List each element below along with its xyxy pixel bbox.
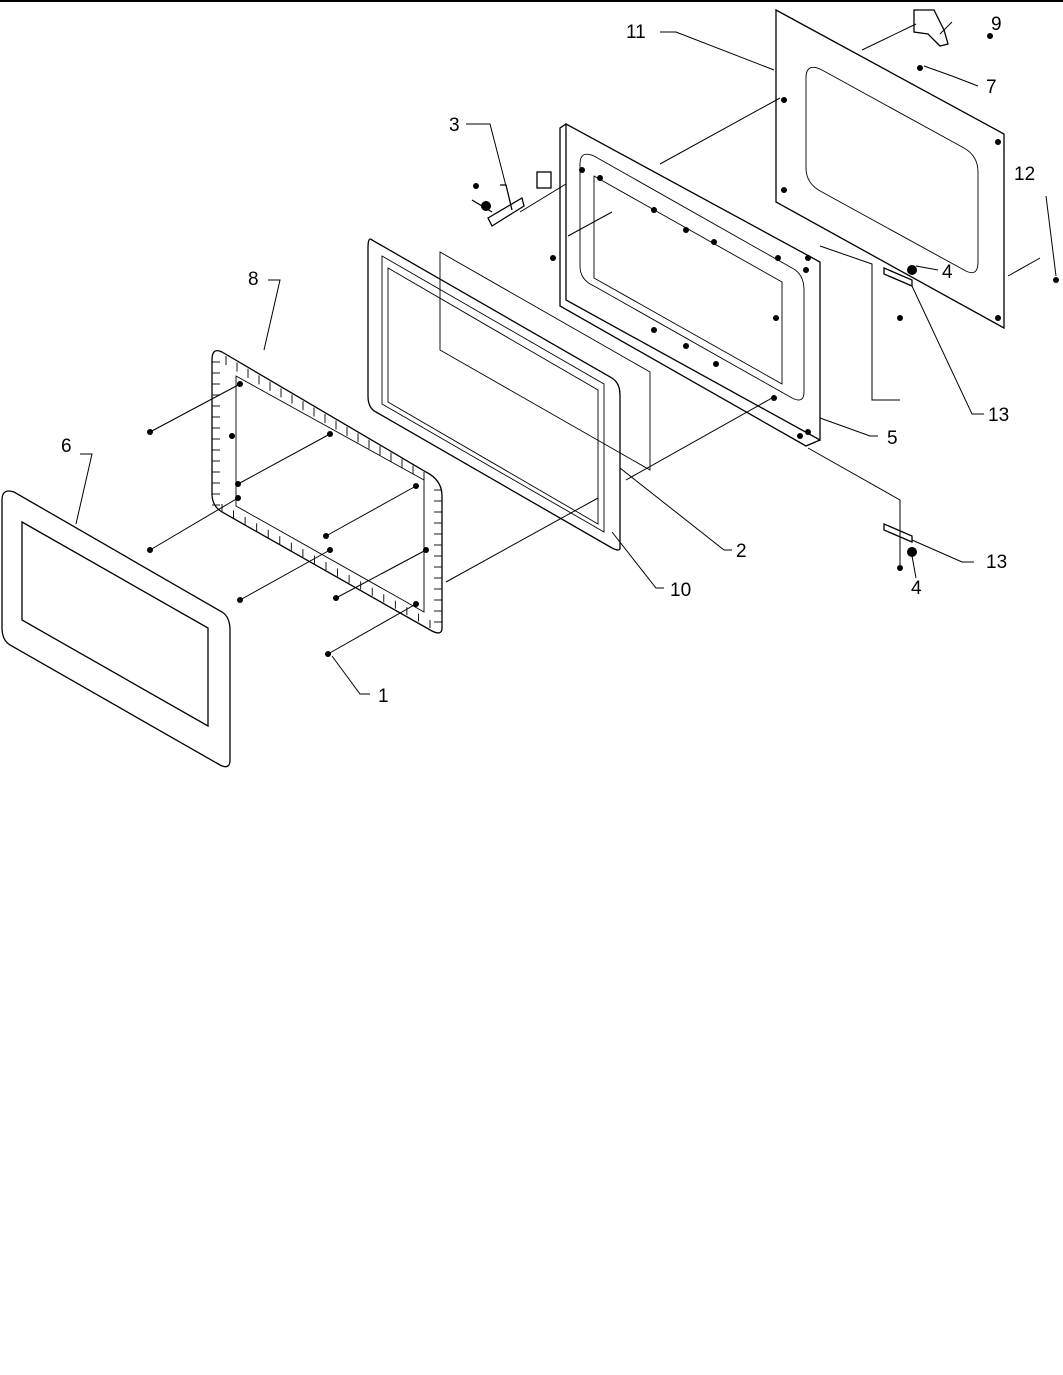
door-inner-frame-part-5	[559, 122, 821, 447]
callout-part-3: 3	[449, 115, 460, 136]
screw-dot	[907, 547, 917, 557]
window-screen-part-2	[439, 251, 651, 471]
screw-dot	[775, 255, 781, 261]
screw-dot	[683, 343, 689, 349]
callout-part-5: 5	[887, 428, 898, 449]
callout-leaders	[75, 21, 1057, 695]
screw-dot	[917, 65, 923, 71]
page-top-rule	[0, 0, 1063, 2]
screw-dot	[805, 255, 811, 261]
callout-part-10: 10	[670, 580, 691, 601]
screw-dot	[907, 265, 917, 275]
screw-dot	[713, 361, 719, 367]
screw-dot	[803, 267, 809, 273]
screw-dot	[897, 315, 903, 321]
screw-dot	[805, 429, 811, 435]
screw-dot	[987, 33, 993, 39]
assembly-lines	[149, 23, 1041, 655]
latch-part-3	[471, 171, 552, 227]
screw-dot	[550, 255, 556, 261]
screw-dot	[651, 207, 657, 213]
stopper-part-9	[913, 9, 949, 47]
callout-part-2: 2	[736, 541, 747, 562]
callout-part-7: 7	[986, 77, 997, 98]
screw-dot	[797, 433, 803, 439]
screw-dot	[597, 175, 603, 181]
screw-dot	[473, 183, 479, 189]
callout-part-13-upper: 13	[988, 405, 1009, 426]
screw-dot	[995, 139, 1001, 145]
screw-dot	[683, 227, 689, 233]
screw-dot	[651, 327, 657, 333]
door-outer-panel-part-11	[775, 8, 1005, 330]
screw-dot	[773, 315, 779, 321]
callout-part-8: 8	[248, 269, 259, 290]
screw-dot	[995, 315, 1001, 321]
callout-part-6: 6	[61, 436, 72, 457]
callout-part-4-upper: 4	[942, 262, 953, 283]
callout-part-9: 9	[991, 14, 1002, 35]
screw-dot	[481, 201, 491, 211]
screw-dot	[781, 97, 787, 103]
callout-part-12: 12	[1014, 164, 1035, 185]
hinge-part-13-lower	[883, 523, 913, 543]
screw-dot	[781, 187, 787, 193]
screw-dot	[579, 167, 585, 173]
screw-dot	[1053, 277, 1059, 283]
choke-gasket-part-8	[211, 349, 443, 634]
callout-part-1: 1	[378, 686, 389, 707]
door-frame-part-6	[1, 490, 231, 768]
callout-part-13-lower: 13	[986, 552, 1007, 573]
choke-gasket-teeth	[212, 356, 442, 628]
door-panel-part-10	[367, 238, 621, 551]
screw-dot	[711, 239, 717, 245]
callout-part-11: 11	[626, 22, 646, 43]
screw-dot	[229, 433, 235, 439]
screw-dot	[771, 395, 777, 401]
callout-part-4-lower: 4	[911, 578, 922, 599]
